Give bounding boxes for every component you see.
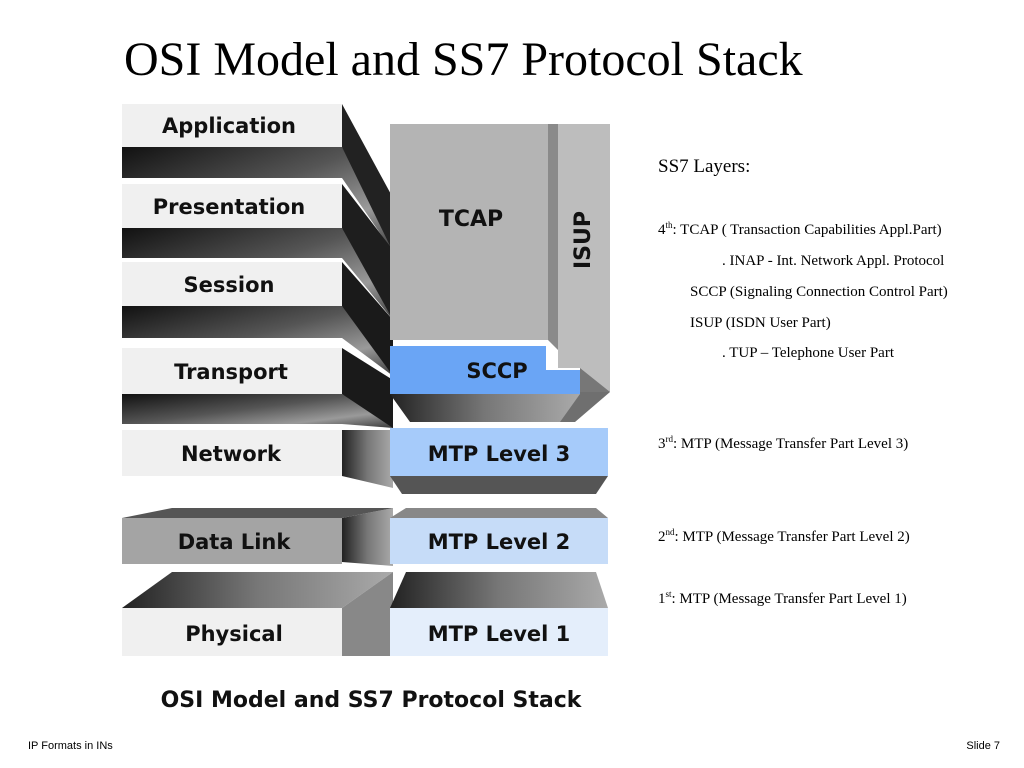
note-layer3: 3rd: MTP (Message Transfer Part Level 3) xyxy=(658,434,909,452)
osi-face-physical xyxy=(122,608,342,656)
osi-label-application: Application xyxy=(162,114,296,138)
note-layer3-text: : MTP (Message Transfer Part Level 3) xyxy=(673,436,909,452)
note-isup: ISUP (ISDN User Part) xyxy=(690,315,831,331)
note-layer1: 1st: MTP (Message Transfer Part Level 1) xyxy=(658,589,907,607)
ss7-block-mtp1: MTP Level 1 xyxy=(390,572,608,656)
ss7-block-isup: ISUP xyxy=(558,124,610,422)
note-layer4-sup: th xyxy=(665,220,673,230)
sccp-face xyxy=(390,346,580,394)
osi-face-transport xyxy=(122,348,342,394)
note-layer3-sup: rd xyxy=(665,434,674,444)
slide-title: OSI Model and SS7 Protocol Stack xyxy=(124,33,803,86)
osi-label-network: Network xyxy=(181,442,282,466)
notes-heading: SS7 Layers: xyxy=(658,156,751,177)
osi-face-network xyxy=(122,430,342,476)
note-layer2-sup: nd xyxy=(665,527,675,537)
diagram-caption: OSI Model and SS7 Protocol Stack xyxy=(161,688,583,713)
osi-layer-data-link: Data Link xyxy=(122,508,393,566)
note-tup: . TUP – Telephone User Part xyxy=(722,345,894,361)
sccp-label: SCCP xyxy=(466,359,527,383)
isup-label: ISUP xyxy=(571,211,596,269)
osi-label-presentation: Presentation xyxy=(153,195,306,219)
osi-layer-application: Application xyxy=(122,104,393,252)
note-layer4-num: 4 xyxy=(658,222,666,238)
mtp1-label: MTP Level 1 xyxy=(428,622,571,646)
tcap-label: TCAP xyxy=(439,207,503,232)
osi-face-data-link xyxy=(122,518,342,564)
note-layer2-num: 2 xyxy=(658,529,666,545)
note-layer4: 4th: TCAP ( Transaction Capabilities App… xyxy=(658,220,942,238)
osi-label-data-link: Data Link xyxy=(178,530,292,554)
osi-layer-session: Session xyxy=(122,262,393,376)
mtp2-face xyxy=(390,518,608,564)
isup-face xyxy=(558,124,610,392)
mtp3-label: MTP Level 3 xyxy=(428,442,571,466)
footer-left: IP Formats in INs xyxy=(28,740,113,752)
osi-face-presentation xyxy=(122,184,342,228)
note-layer2-text: : MTP (Message Transfer Part Level 2) xyxy=(674,529,910,545)
note-layer3-num: 3 xyxy=(658,436,666,452)
tcap-face xyxy=(390,124,548,340)
ss7-block-mtp3: MTP Level 3 xyxy=(390,428,608,494)
osi-layer-network: Network xyxy=(122,430,393,488)
osi-layer-physical: Physical xyxy=(122,572,393,656)
note-layer4-text: : TCAP ( Transaction Capabilities Appl.P… xyxy=(672,222,942,238)
osi-face-application xyxy=(122,104,342,147)
footer-slide-number: Slide 7 xyxy=(966,740,1000,752)
note-layer1-text: : MTP (Message Transfer Part Level 1) xyxy=(671,591,907,607)
note-layer2: 2nd: MTP (Message Transfer Part Level 2) xyxy=(658,527,910,545)
ss7-block-tcap: TCAP xyxy=(390,124,558,350)
note-sccp: SCCP (Signaling Connection Control Part) xyxy=(690,284,948,300)
osi-face-session xyxy=(122,262,342,306)
osi-label-transport: Transport xyxy=(174,360,288,384)
mtp3-face xyxy=(390,428,608,476)
ss7-block-mtp2: MTP Level 2 xyxy=(390,508,608,564)
mtp2-label: MTP Level 2 xyxy=(428,530,571,554)
osi-label-physical: Physical xyxy=(185,622,283,646)
osi-layer-presentation: Presentation xyxy=(122,184,393,320)
osi-label-session: Session xyxy=(184,273,275,297)
mtp1-face xyxy=(390,608,608,656)
note-inap: . INAP - Int. Network Appl. Protocol xyxy=(722,253,945,269)
osi-layer-transport: Transport xyxy=(122,348,393,428)
ss7-block-sccp: SCCP xyxy=(390,346,580,422)
note-layer1-sup: st xyxy=(665,589,672,599)
note-layer1-num: 1 xyxy=(658,591,666,607)
